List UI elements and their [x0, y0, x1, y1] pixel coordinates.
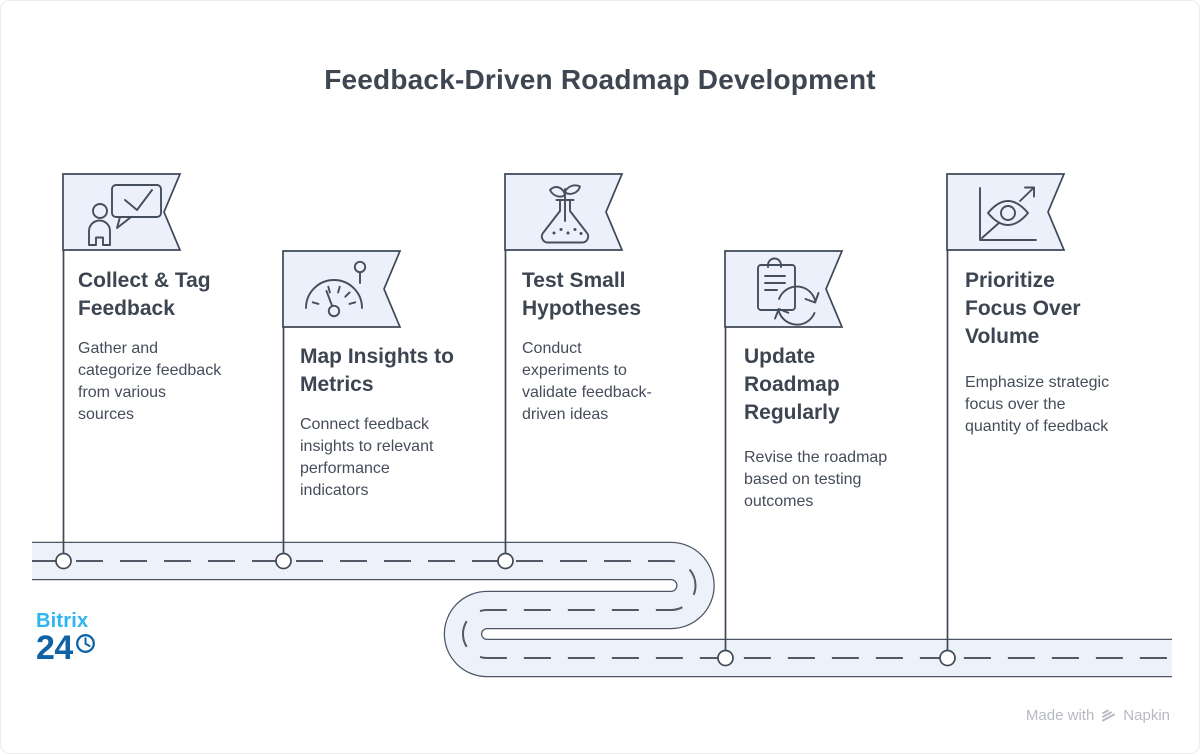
step-desc-line: Connect feedback [300, 416, 429, 433]
step-desc-line: validate feedback- [522, 384, 652, 401]
flag-banner [282, 250, 402, 328]
step-title: Test Small Hypotheses [522, 267, 718, 323]
milestone-node [497, 552, 514, 570]
step-title-line: Regularly [744, 401, 840, 424]
step-title-line: Volume [965, 325, 1040, 348]
step-desc-line: insights to relevant [300, 438, 434, 455]
step-desc-line: focus over the [965, 396, 1066, 413]
step-desc-line: performance [300, 460, 390, 477]
bitrix-24-numeral: 24 [36, 629, 73, 667]
step-description: Gather and categorize feedback from vari… [78, 338, 274, 426]
step-desc-line: Emphasize strategic [965, 374, 1110, 391]
step-desc-line: driven ideas [522, 406, 609, 423]
step-title: Prioritize Focus Over Volume [965, 267, 1161, 351]
napkin-logo-icon [1102, 709, 1116, 722]
step-title-line: Focus Over [965, 297, 1081, 320]
step-desc-line: Gather and [78, 340, 159, 357]
road-surface [32, 543, 1172, 676]
made-with-label: Made with [1025, 707, 1095, 724]
step-description: Emphasize strategic focus over the quant… [965, 372, 1161, 438]
step-title-line: Collect & Tag [78, 269, 211, 292]
step-description: Connect feedback insights to relevant pe… [300, 414, 496, 502]
step-desc-line: outcomes [744, 493, 814, 510]
page-title: Feedback-Driven Roadmap Development [324, 64, 876, 95]
eye-focus-trend-icon [979, 186, 1037, 241]
road-milestone-nodes [55, 552, 956, 667]
step-desc-line: indicators [300, 482, 369, 499]
step-desc-line: sources [78, 406, 135, 423]
step-update-roadmap-regularly: Update Roadmap Regularly Revise the road… [744, 343, 940, 513]
step-desc-line: categorize feedback [78, 362, 222, 379]
milestone-node [717, 649, 734, 667]
step-collect-tag-feedback: Collect & Tag Feedback Gather and catego… [78, 267, 274, 426]
step-desc-line: experiments to [522, 362, 627, 379]
step-description: Conduct experiments to validate feedback… [522, 338, 718, 426]
gauge-metrics-icon [305, 260, 367, 318]
made-with-napkin-credit: Made with Napkin [1026, 707, 1170, 724]
milestone-node [275, 552, 292, 570]
milestone-node [55, 552, 72, 570]
step-desc-line: quantity of feedback [965, 418, 1109, 435]
step-title-line: Hypotheses [522, 297, 642, 320]
step-desc-line: from various [78, 384, 167, 401]
person-feedback-check-icon [88, 184, 162, 246]
step-desc-line: Conduct [522, 340, 582, 357]
step-desc-line: Revise the roadmap [744, 449, 888, 466]
flag-banners [62, 173, 1066, 328]
bitrix-wordmark: Bitrix [36, 610, 89, 632]
step-title-line: Feedback [78, 297, 175, 320]
step-title-line: Test Small [522, 269, 626, 292]
step-map-insights-to-metrics: Map Insights to Metrics Connect feedback… [300, 343, 496, 502]
step-title: Map Insights to Metrics [300, 343, 496, 399]
step-prioritize-focus-over-volume: Prioritize Focus Over Volume Emphasize s… [965, 267, 1161, 438]
step-title-line: Roadmap [744, 373, 840, 396]
flask-growth-icon [540, 184, 590, 244]
step-title-line: Metrics [300, 373, 374, 396]
step-title: Collect & Tag Feedback [78, 267, 274, 323]
clock-icon [75, 634, 95, 653]
step-description: Revise the roadmap based on testing outc… [744, 447, 940, 513]
step-test-small-hypotheses: Test Small Hypotheses Conduct experiment… [522, 267, 718, 426]
step-title-line: Update [744, 345, 816, 368]
bitrix24-logo: Bitrix 24 [36, 610, 96, 667]
flag-banner [504, 173, 624, 251]
step-desc-line: based on testing [744, 471, 862, 488]
milestone-node [939, 649, 956, 667]
road-center-dashes [32, 560, 1172, 659]
step-title-line: Prioritize [965, 269, 1055, 292]
flag-banner [724, 250, 844, 328]
step-title-line: Map Insights to [300, 345, 454, 368]
napkin-label: Napkin [1123, 707, 1170, 724]
road-path [32, 541, 1172, 678]
clipboard-refresh-icon [757, 257, 820, 326]
step-title: Update Roadmap Regularly [744, 343, 940, 427]
